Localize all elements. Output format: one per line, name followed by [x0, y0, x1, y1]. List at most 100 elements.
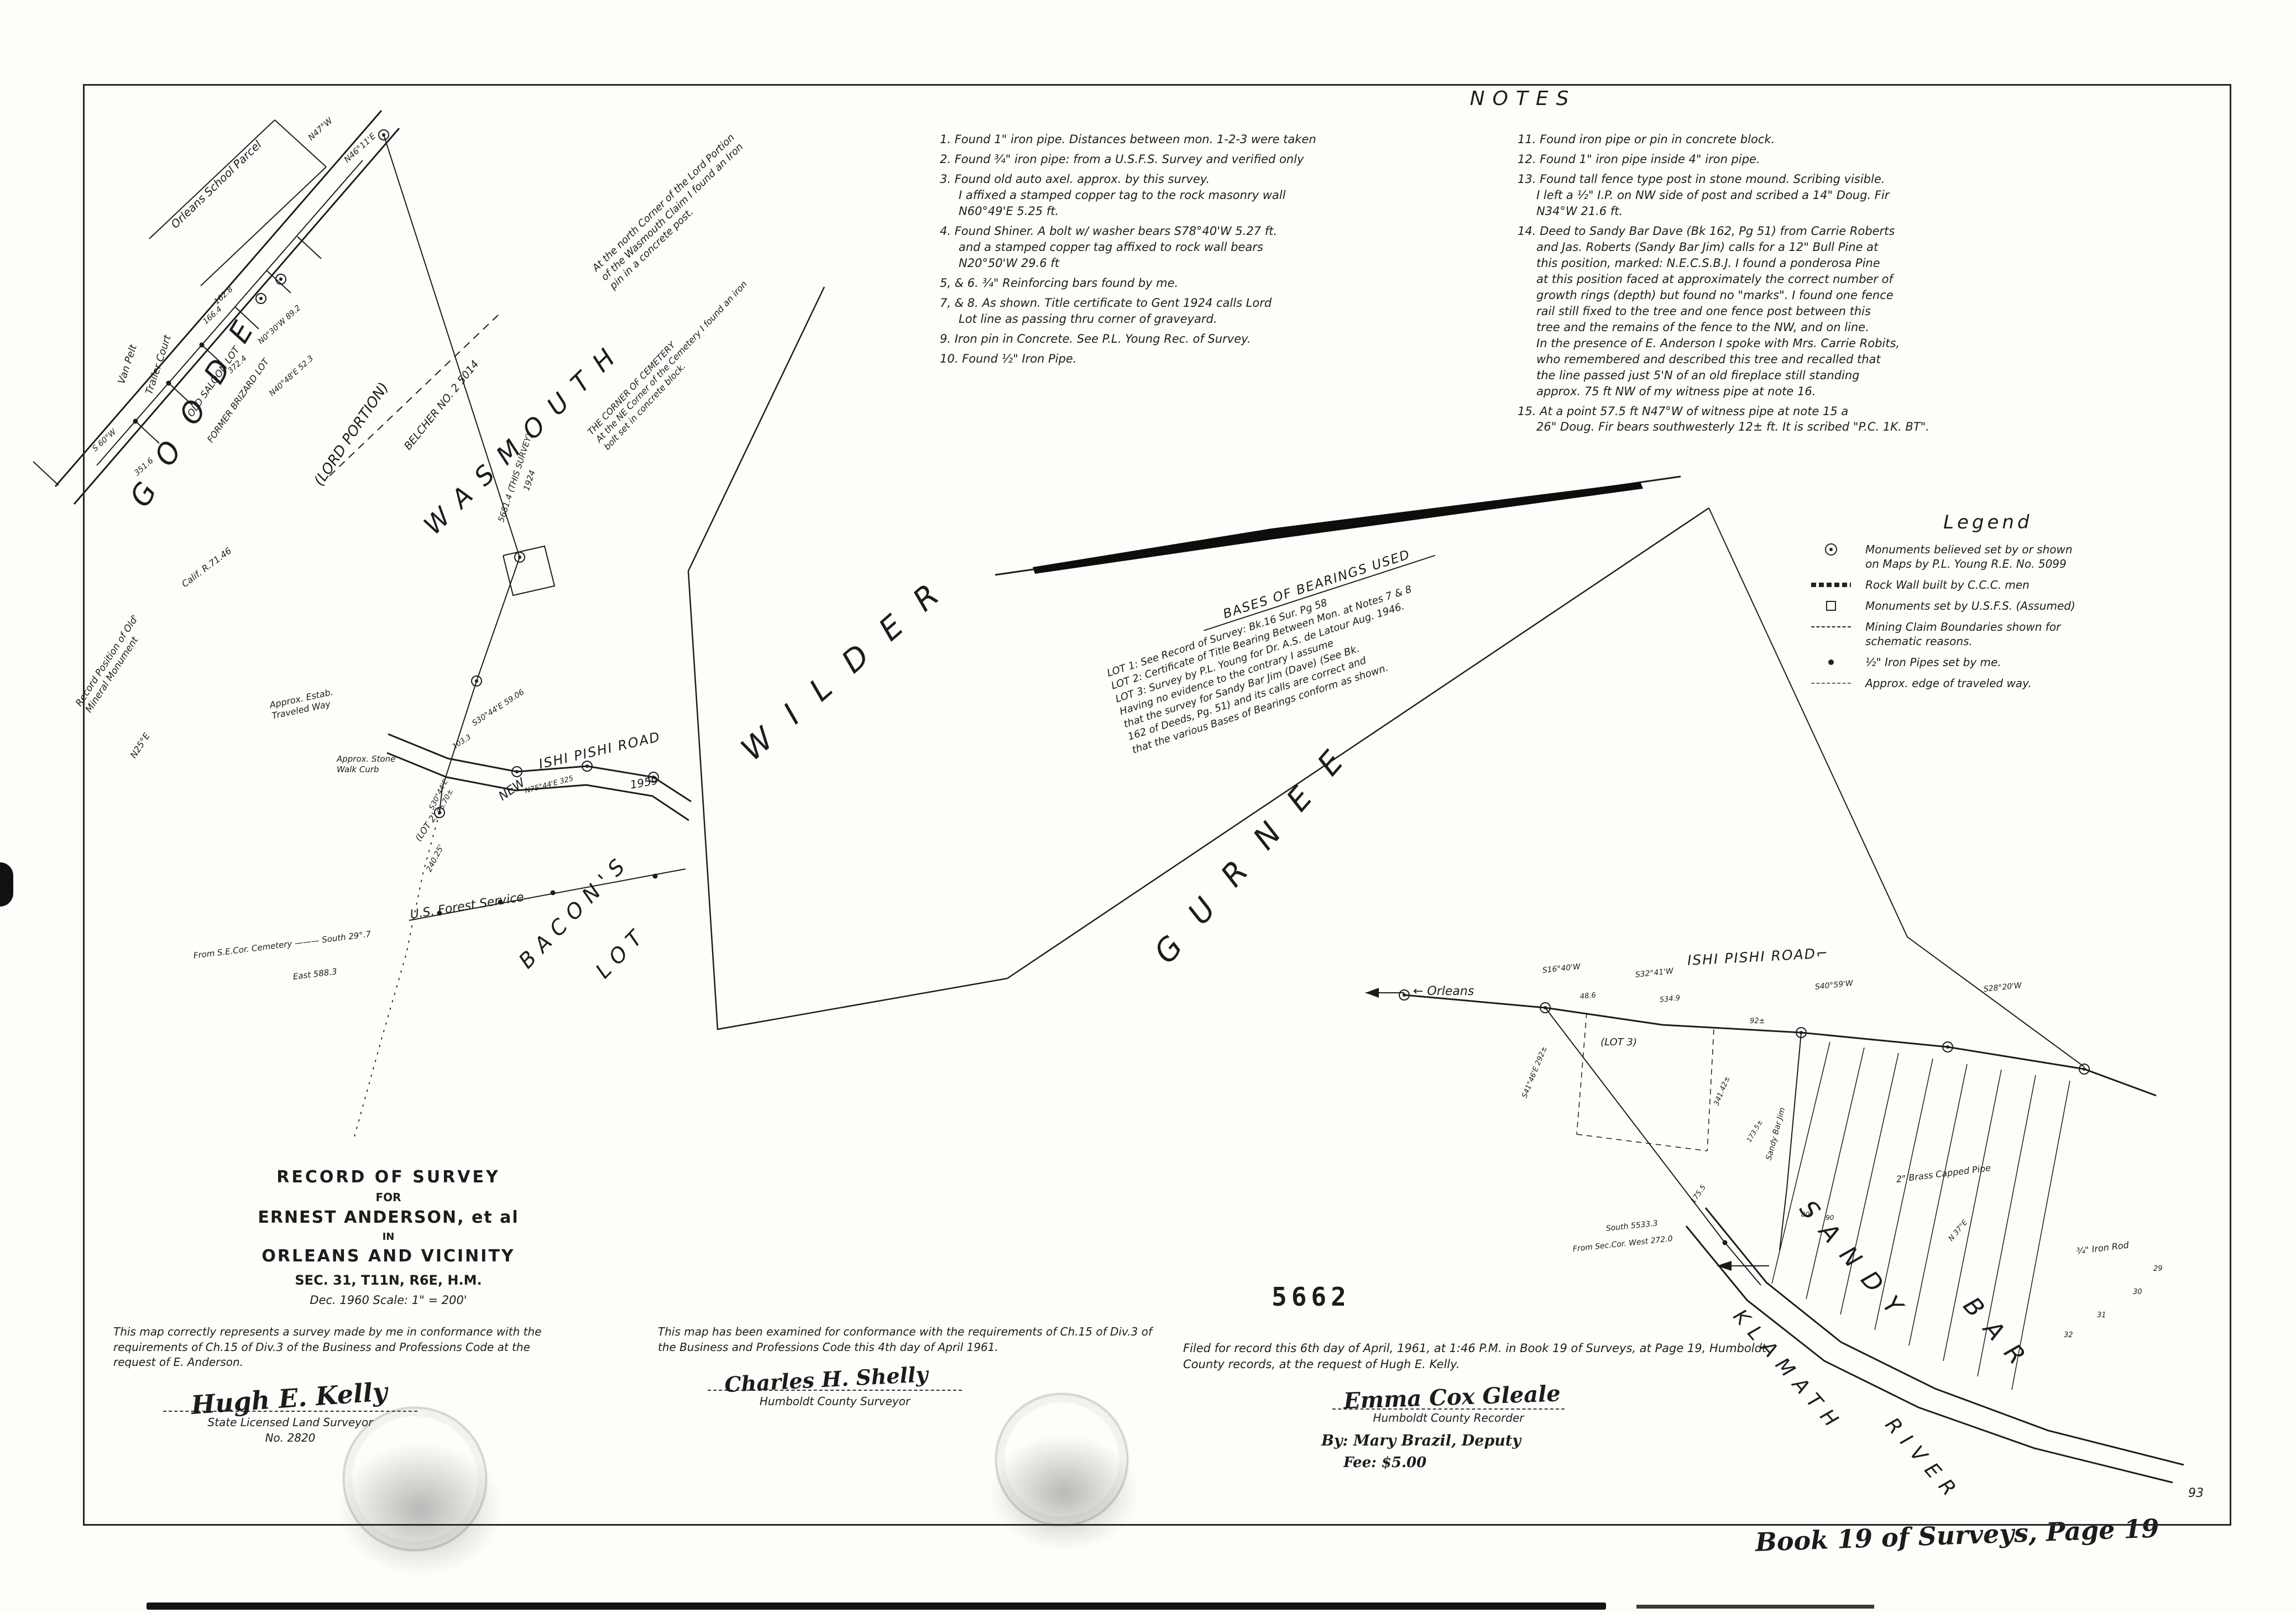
label-van-pelt: Van Pelt [116, 343, 139, 386]
map-label: N25°E [128, 731, 153, 760]
county-seal-stamp [995, 1393, 1128, 1526]
county-surveyor-certificate: This map has been examined for conforman… [658, 1324, 1155, 1409]
recording-text: Filed for record this 6th day of April, … [1183, 1342, 1767, 1371]
notes-column-1-item: 3. Found old auto axel. approx. by this … [940, 172, 1286, 218]
map-label: 31 [2097, 1311, 2106, 1319]
surveyor-title: State Licensed Land Surveyor [207, 1416, 373, 1429]
legend-item: Monuments believed set by or shown on Ma… [1808, 542, 2256, 571]
surveyor-certificate: This map correctly represents a survey m… [113, 1324, 572, 1446]
legend-item-label: Monuments set by U.S.F.S. (Assumed) [1865, 599, 2075, 612]
map-label: N75°44'E 325 [524, 774, 574, 795]
legend-item-label: Mining Claim Boundaries shown for schema… [1865, 620, 2061, 648]
county-certificate-text: This map has been examined for conforman… [658, 1325, 1152, 1354]
title-block-item: Dec. 1960 Scale: 1" = 200' [310, 1293, 467, 1307]
title-block-item: SEC. 31, T11N, R6E, H.M. [295, 1272, 482, 1288]
map-label: 162.8 [212, 285, 235, 307]
scan-artifact-bar [147, 1602, 1606, 1610]
map-label: 90 [1826, 1214, 1834, 1222]
label-orleans-school-parcel: Orleans School Parcel [168, 138, 264, 231]
label-gurnee: GURNEE [1147, 723, 1369, 971]
survey-number-stamp: 5662 [1272, 1282, 1351, 1312]
label-sandy-bar-jim: Sandy Bar Jim [1764, 1106, 1787, 1161]
legend-item: Monuments set by U.S.F.S. (Assumed) [1808, 599, 2256, 613]
recording-statement: Filed for record this 6th day of April, … [1183, 1340, 1791, 1473]
label-brass-capped-pipe: 2" Brass Capped Pipe [1895, 1162, 1992, 1185]
notes-column-2-item: 12. Found 1" iron pipe inside 4" iron pi… [1518, 152, 1760, 166]
notes-column-2-item: 14. Deed to Sandy Bar Dave (Bk 162, Pg 5… [1518, 224, 1900, 398]
fee-line: Fee: $5.00 [1343, 1454, 1427, 1471]
book-caption: Book 19 of Surveys, Page 19 [1755, 1513, 2160, 1557]
legend: Legend Monuments believed set by or show… [1808, 511, 2256, 697]
label-trailer-court: Trailer Court [143, 333, 174, 396]
map-label: N40°48'E 52.3 [268, 354, 316, 399]
legend-item: Rock Wall built by C.C.C. men [1808, 578, 2256, 592]
label-from-se-cor: From S.E.Cor. Cemetery ——— South 29°.7 [192, 929, 372, 961]
double-circle-icon [1808, 542, 1854, 557]
recorder-signature: Emma Cox Gleale [1343, 1380, 1561, 1415]
note-mineral-monument: Record Position of Old' Mineral Monument [74, 613, 141, 715]
surveyor-seal-stamp [343, 1407, 487, 1551]
notes-column-1-item: 2. Found ¾" iron pipe: from a U.S.F.S. S… [940, 152, 1304, 166]
map-label: S30°44'E 76.70± [427, 778, 456, 816]
notes-column-1-item: 9. Iron pin in Concrete. See P.L. Young … [940, 332, 1251, 345]
notes-column-2-item: 11. Found iron pipe or pin in concrete b… [1518, 133, 1775, 146]
map-label: 29 [2153, 1265, 2163, 1273]
notes-column-1-item: 7, & 8. As shown. Title certificate to G… [940, 296, 1272, 326]
label-lot-2: (LOT 2) [412, 810, 440, 844]
dot-icon [1808, 655, 1854, 669]
map-label: S16°40'W [1542, 962, 1581, 975]
deputy-line: By: Mary Brazil, Deputy [1321, 1432, 1521, 1449]
label-sandy: SANDY [1793, 1195, 1918, 1331]
label-bacons-lot: LOT [590, 920, 653, 983]
title-block-item: IN [382, 1231, 395, 1243]
map-label: Calif. R.71.46 [179, 545, 234, 590]
map-label: N 37°E [1947, 1218, 1970, 1243]
map-label: S41°46'E 292± [1520, 1045, 1549, 1099]
label-1924: 1924 [521, 469, 538, 493]
map-label: S 60°W [91, 427, 118, 454]
label-belcher: BELCHER NO. 2 5014 [401, 358, 482, 453]
county-surveyor-title: Humboldt County Surveyor [759, 1394, 911, 1408]
label-us-forest-service: U.S. Forest Service [409, 890, 525, 922]
legend-item: Approx. edge of traveled way. [1808, 676, 2256, 690]
map-label: 30 [2133, 1288, 2142, 1296]
seal-smudge [337, 1443, 503, 1575]
notes-column-1-item: 1. Found 1" iron pipe. Distances between… [940, 133, 1316, 146]
notes-column-2-item: 15. At a point 57.5 ft N47°W of witness … [1518, 404, 1929, 434]
legend-item-label: Rock Wall built by C.C.C. men [1865, 578, 2030, 591]
notes-block: NOTES 1. Found 1" iron pipe. Distances b… [940, 87, 2106, 433]
note-north-corner: At the north Corner of the Lord Portion … [590, 132, 746, 292]
map-label: 32 [2064, 1331, 2073, 1339]
legend-item: Mining Claim Boundaries shown for schema… [1808, 620, 2256, 648]
notes-column-2: 11. Found iron pipe or pin in concrete b… [1518, 132, 2070, 439]
notes-column-1: 1. Found 1" iron pipe. Distances between… [940, 132, 1493, 371]
signature-line [163, 1411, 417, 1412]
open-square-icon [1808, 599, 1854, 613]
rock-wall-icon [1808, 578, 1854, 592]
notes-title: NOTES [1469, 87, 1577, 110]
notes-column-1-item: 4. Found Shiner. A bolt w/ washer bears … [940, 224, 1278, 270]
label-new-ishi-pishi-road: ISHI PISHI ROAD [537, 729, 662, 772]
label-orleans-arrow: ← Orleans [1413, 984, 1474, 998]
map-label: 166.4 [201, 305, 224, 327]
label-new-road: NEW [496, 776, 528, 804]
label-river: RIVER [1880, 1413, 1966, 1507]
notes-column-1-item: 5, & 6. ¾" Reinforcing bars found by me. [940, 276, 1179, 290]
map-label: 175.5 [1689, 1183, 1708, 1206]
label-bar: BAR [1957, 1291, 2041, 1381]
scan-artifact-bar [1636, 1605, 1874, 1609]
map-label: 92± [1750, 1017, 1765, 1025]
surveyor-certificate-text: This map correctly represents a survey m… [113, 1325, 542, 1369]
legend-item-label: Monuments believed set by or shown on Ma… [1865, 543, 2073, 570]
legend-item-label: Approx. edge of traveled way. [1865, 677, 2032, 690]
title-block-item: ORLEANS AND VICINITY [261, 1247, 515, 1266]
map-label: 173.5± [1745, 1118, 1764, 1144]
sheet-number: 93 [2188, 1486, 2204, 1500]
legend-item: ½" Iron Pipes set by me. [1808, 655, 2256, 669]
dash-dot-line-icon [1808, 676, 1854, 690]
map-label: South 5533.3 [1605, 1219, 1659, 1233]
map-label: 534.9 [1659, 994, 1681, 1004]
